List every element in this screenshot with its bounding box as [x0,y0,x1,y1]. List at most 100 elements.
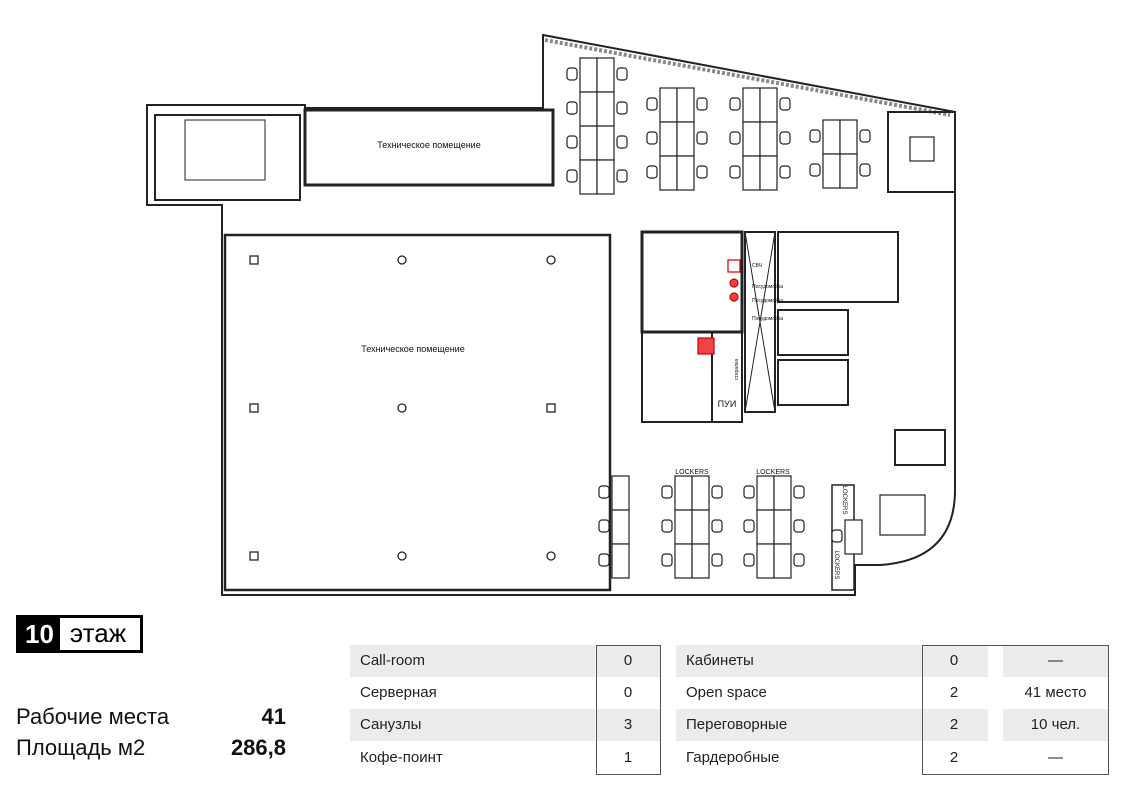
chair-icon [616,169,628,183]
table-row-count: 0 [949,652,959,669]
desk [822,119,841,155]
kitchen-label: Посудомойка [752,283,783,290]
table-row-label: Переговорные [686,716,788,733]
meeting-table [909,136,935,162]
desk [579,125,598,161]
table-row-count: 0 [623,652,633,669]
chair-icon [711,553,723,567]
desk [691,475,710,511]
desk [822,153,841,189]
chair-icon [729,165,741,179]
chair-icon [711,519,723,533]
washer-label: стиралка [734,359,740,380]
kitchen [640,230,744,334]
chair-icon [743,553,755,567]
column-icon [546,255,556,265]
janitor-label: ПУИ [718,399,737,409]
column-icon [397,551,407,561]
area-value: 286,8 [230,735,286,760]
tech-room-main [223,233,612,592]
chair-icon [598,485,610,499]
desk [596,91,615,127]
workplaces-value: 41 [261,704,286,729]
table-row-label: Гардеробные [686,749,780,766]
chair-icon [566,67,578,81]
lockers-label: LOCKERS [756,469,790,476]
elevator-1 [777,309,849,356]
chair-icon [696,165,708,179]
chair-icon [729,131,741,145]
desk [839,153,858,189]
table-row-extra: 10 чел. [1030,716,1081,733]
table-row-extra: 41 место [1024,684,1087,701]
kitchen-label: Посудомойка [752,315,783,322]
table-row-count: 2 [949,716,959,733]
desk [756,509,775,545]
desk [759,155,778,191]
desk [742,121,761,157]
desk [759,121,778,157]
elevator-2 [777,359,849,406]
table-row-count: 2 [949,749,959,766]
chair-icon [661,519,673,533]
desk [691,509,710,545]
desk [596,57,615,93]
table-row-label: Санузлы [360,716,422,733]
chair-icon [779,131,791,145]
chair-icon [616,101,628,115]
chair-icon [859,129,871,143]
chair-icon [729,97,741,111]
core-stairs [777,231,899,303]
desk [691,543,710,579]
floor-word: этаж [59,618,141,650]
chair-icon [566,169,578,183]
desk [674,475,693,511]
chair-icon [598,519,610,533]
desk [659,155,678,191]
washer-icon [697,337,715,355]
chair-icon [616,135,628,149]
table-row-label: Серверная [360,684,437,701]
chair-icon [809,163,821,177]
chair-icon [598,553,610,567]
chair-icon [743,519,755,533]
table-row-count: 0 [623,684,633,701]
shaft [744,231,776,413]
chair-icon [779,97,791,111]
desk [756,543,775,579]
desk [773,543,792,579]
desk [773,509,792,545]
building-outline [146,33,956,596]
desk [839,119,858,155]
column-icon [546,551,556,561]
chair-icon [616,67,628,81]
desk [742,87,761,123]
chair-icon [661,485,673,499]
desk [579,159,598,195]
stair-block [154,114,301,201]
desk [676,121,695,157]
table-row-label: Кабинеты [686,652,754,669]
chair-icon [793,485,805,499]
floor-plan: Техническое помещение Техническое помеще… [146,33,956,596]
desk [676,155,695,191]
chair-icon [566,135,578,149]
column-icon [397,255,407,265]
desk [756,475,775,511]
meeting-room-top [887,111,956,193]
stairs [184,119,266,181]
lockers-label: LOCKERS [841,486,847,515]
desk [596,159,615,195]
desk [844,519,863,555]
chair-icon [809,129,821,143]
chair-icon [646,97,658,111]
chair-icon [743,485,755,499]
desk [596,125,615,161]
column-icon [249,551,259,561]
chair-icon [696,131,708,145]
chair-icon [646,165,658,179]
chair-icon [646,131,658,145]
kitchen-label: СВЧ [752,263,762,269]
